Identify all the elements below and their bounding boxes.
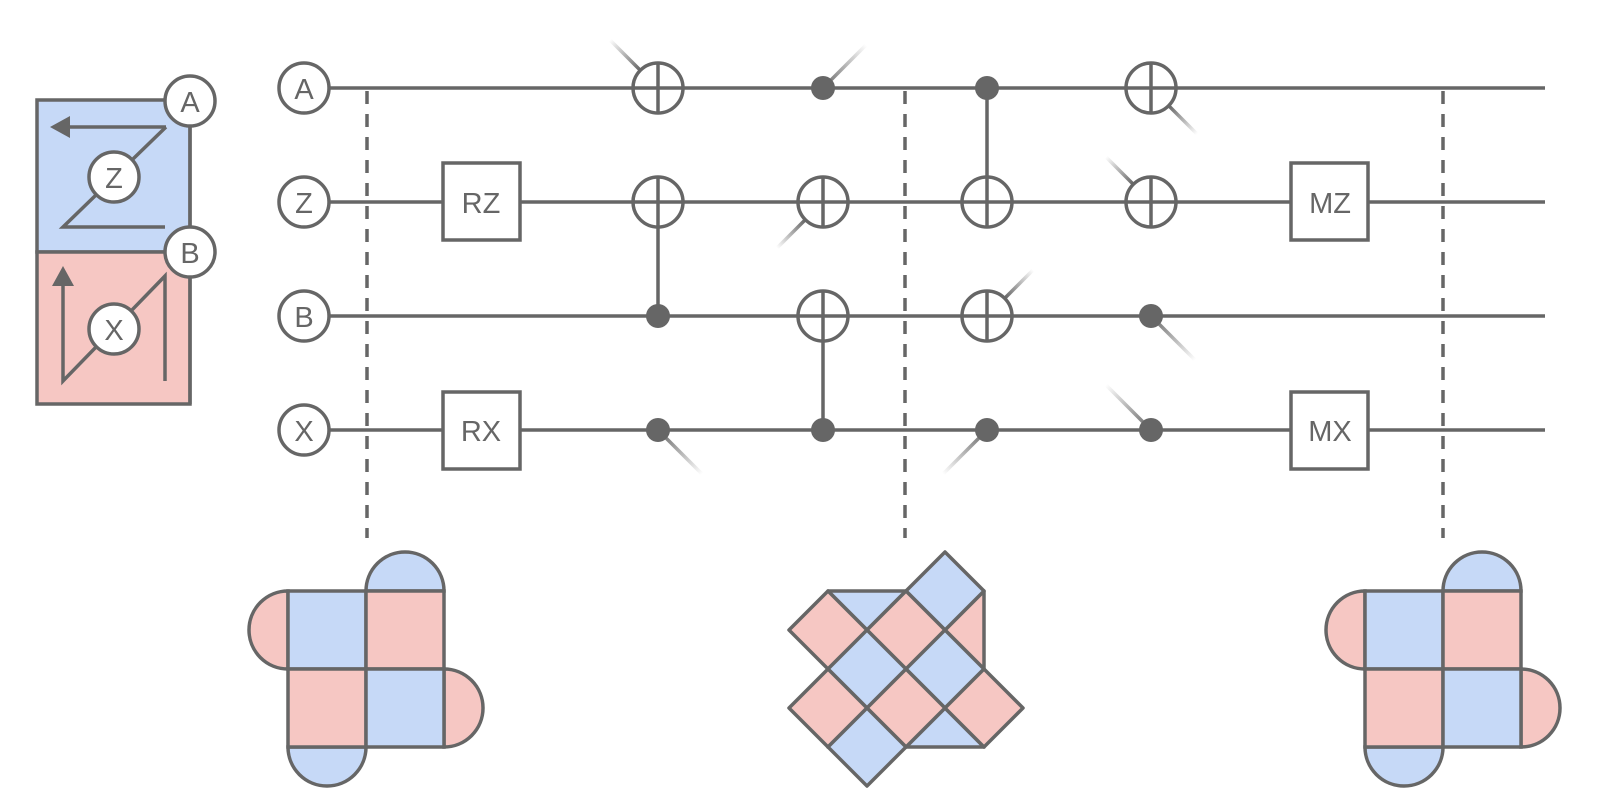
- control-dot-b-1: [646, 304, 670, 328]
- gate-mx-label: MX: [1308, 416, 1352, 448]
- target-z-1: [631, 175, 685, 229]
- target-a-2: [1124, 61, 1178, 115]
- gate-rz: RZ: [441, 161, 522, 242]
- diagonal-hint-4: [1104, 155, 1135, 186]
- diagonal-hint-6: [1003, 268, 1035, 300]
- qubit-labels: A Z B X: [277, 61, 331, 457]
- patch-left-cell-bl: [286, 667, 368, 749]
- patch-left-cap-left: [247, 589, 290, 671]
- gate-mz-label: MZ: [1309, 188, 1351, 220]
- diagonal-hint-5: [775, 218, 807, 250]
- diagonal-hint-8: [1104, 383, 1153, 432]
- qubit-label-a: A: [277, 61, 331, 115]
- patch-left-cell-tr: [364, 589, 446, 671]
- patch-middle-d-8: [826, 706, 908, 788]
- target-z-2: [796, 175, 850, 229]
- target-z-4: [1124, 175, 1178, 229]
- diagonal-hint-3: [1167, 104, 1199, 136]
- patch-left-cap-top: [364, 550, 446, 593]
- patch-right-cap-top: [1441, 550, 1523, 593]
- gate-mz: MZ: [1289, 161, 1370, 242]
- gate-rz-label: RZ: [462, 188, 501, 220]
- patch-left-cell-tl: [286, 589, 368, 671]
- patch-left-cell-br: [364, 667, 446, 749]
- diagonal-hint-9: [656, 428, 704, 476]
- patch-right-cell-tr: [1441, 589, 1523, 671]
- patch-right: [1324, 550, 1562, 788]
- gate-rx-label: RX: [461, 416, 501, 448]
- qubit-label-z-text: Z: [295, 188, 313, 220]
- qubit-label-x: X: [277, 403, 331, 457]
- legend-node-a-label: A: [180, 87, 200, 119]
- target-b-1: [796, 289, 850, 343]
- patch-right-cap-bottom: [1363, 745, 1445, 788]
- legend-node-a: A: [163, 74, 217, 128]
- qubit-label-b: B: [277, 289, 331, 343]
- legend-node-x-label: X: [104, 315, 123, 347]
- diagonal-hint-10: [941, 428, 989, 476]
- target-z-3: [960, 175, 1014, 229]
- arrow-up-icon: [52, 266, 74, 286]
- legend-node-z: Z: [87, 150, 141, 204]
- target-a-1: [631, 61, 685, 115]
- qubit-wires: [330, 86, 1545, 432]
- diagonal-hint-1: [608, 38, 642, 72]
- arrow-left-icon: [50, 116, 70, 138]
- patch-middle-d-6: [943, 667, 1025, 749]
- patch-left-cap-right: [442, 667, 485, 749]
- legend-node-b-label: B: [180, 238, 199, 270]
- patch-right-cell-tl: [1363, 589, 1445, 671]
- control-dot-a-2: [975, 76, 999, 100]
- patch-right-cap-right: [1519, 667, 1562, 749]
- diagonal-hint-2: [821, 43, 868, 90]
- targets: [631, 61, 1178, 343]
- time-separators: [365, 91, 1445, 538]
- patch-right-cell-bl: [1363, 667, 1445, 749]
- gate-mx: MX: [1289, 390, 1370, 471]
- gate-rx: RX: [441, 390, 522, 471]
- target-b-2: [960, 289, 1014, 343]
- qubit-label-x-text: X: [294, 416, 313, 448]
- qubit-label-a-text: A: [294, 74, 314, 106]
- qubit-label-b-text: B: [294, 302, 313, 334]
- diagonal-hint-7: [1149, 314, 1197, 362]
- patch-middle: [787, 550, 1025, 788]
- patch-left: [247, 550, 485, 788]
- cnot-connectors: [656, 88, 989, 430]
- control-dot-x-2: [811, 418, 835, 442]
- legend: A Z B X: [35, 74, 217, 406]
- legend-node-x: X: [87, 302, 141, 356]
- qubit-label-z: Z: [277, 175, 331, 229]
- patch-left-cap-bottom: [286, 745, 368, 788]
- legend-node-b: B: [163, 225, 217, 279]
- patch-right-cell-br: [1441, 667, 1523, 749]
- diagonal-hints: [608, 38, 1199, 476]
- legend-node-z-label: Z: [105, 163, 123, 195]
- patch-right-cap-left: [1324, 589, 1367, 671]
